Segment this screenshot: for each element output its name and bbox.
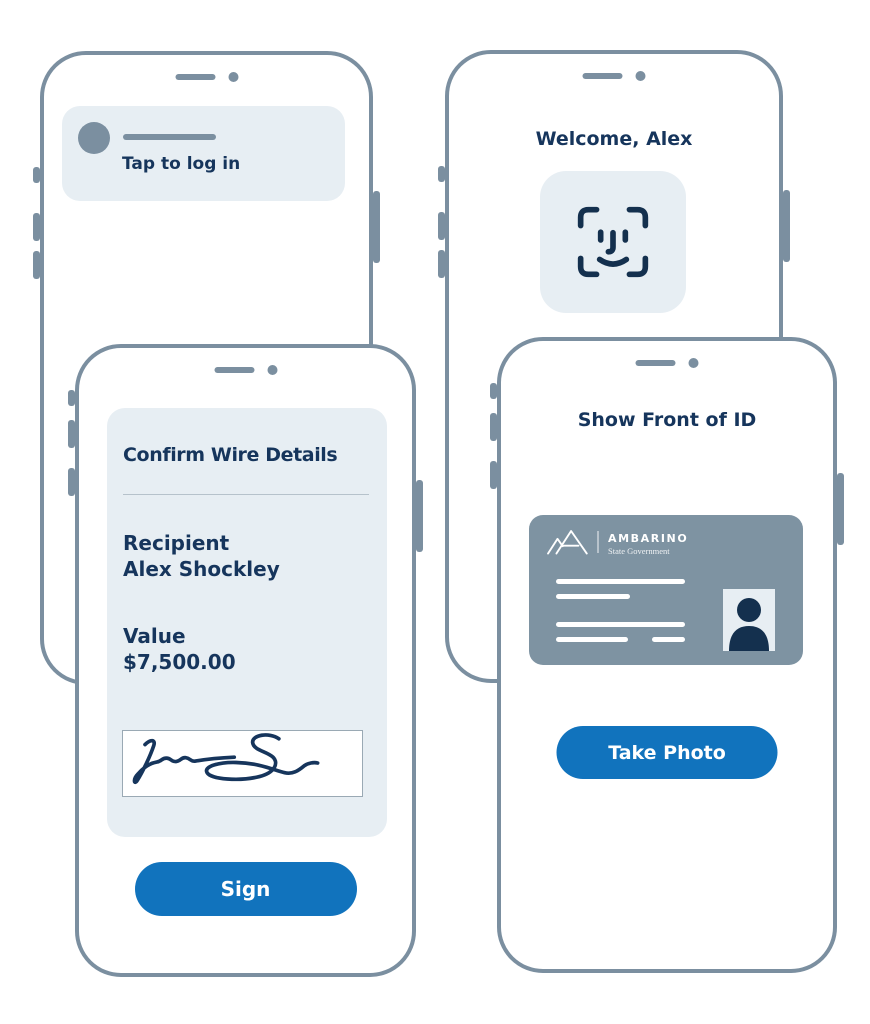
volume-up-button [490, 413, 497, 441]
redacted-text-line [652, 637, 685, 642]
signature-box [122, 730, 363, 797]
speaker-icon [214, 367, 254, 373]
sign-button[interactable]: Sign [134, 862, 357, 916]
camera-icon [228, 72, 238, 82]
person-silhouette-icon [729, 598, 769, 651]
redacted-text-line [556, 637, 628, 642]
phone-wire-confirm-screen: Confirm Wire Details Recipient Alex Shoc… [68, 344, 423, 977]
login-notification[interactable]: Tap to log in [62, 106, 345, 201]
power-button [416, 480, 423, 552]
volume-down-button [33, 251, 40, 279]
value-label: Value [123, 624, 186, 648]
take-photo-button[interactable]: Take Photo [556, 726, 778, 779]
phone-notch [635, 358, 699, 368]
speaker-icon [582, 73, 623, 79]
avatar-placeholder-icon [78, 122, 110, 154]
notification-label: Tap to log in [122, 154, 241, 174]
camera-icon [635, 71, 646, 81]
redacted-text-line [123, 134, 216, 140]
mute-switch [68, 390, 75, 406]
wire-details-card: Confirm Wire Details Recipient Alex Shoc… [107, 408, 387, 837]
value-field: Value $7,500.00 [123, 623, 236, 675]
camera-icon [267, 365, 277, 375]
welcome-title: Welcome, Alex [535, 128, 693, 150]
face-id-icon [577, 206, 649, 278]
camera-icon [688, 358, 699, 368]
redacted-text-line [556, 594, 630, 599]
divider [123, 494, 369, 495]
recipient-field: Recipient Alex Shockley [123, 530, 280, 582]
speaker-icon [175, 74, 215, 80]
volume-up-button [68, 420, 75, 448]
volume-up-button [33, 213, 40, 241]
recipient-label: Recipient [123, 531, 230, 555]
divider [597, 531, 599, 553]
recipient-value: Alex Shockley [123, 557, 280, 581]
volume-down-button [438, 250, 445, 278]
phone-notch [214, 365, 277, 375]
volume-down-button [490, 461, 497, 489]
power-button [837, 473, 844, 545]
mute-switch [490, 383, 497, 399]
speaker-icon [635, 360, 676, 366]
mute-switch [438, 166, 445, 182]
phone-id-capture-screen: Show Front of ID AMBARINO State Governme… [490, 337, 844, 973]
value-amount: $7,500.00 [123, 650, 236, 674]
id-capture-title: Show Front of ID [577, 409, 757, 431]
faceid-panel [540, 171, 686, 313]
volume-up-button [438, 212, 445, 240]
id-photo-placeholder [723, 589, 775, 651]
redacted-text-line [556, 622, 685, 627]
id-card: AMBARINO State Government [529, 515, 803, 665]
redacted-text-line [556, 579, 685, 584]
wire-card-title: Confirm Wire Details [123, 444, 338, 466]
mountain-logo-icon [547, 530, 588, 555]
mute-switch [33, 167, 40, 183]
power-button [783, 190, 790, 262]
id-card-brand: AMBARINO [608, 532, 689, 545]
phone-notch [582, 71, 646, 81]
id-card-subtitle: State Government [608, 546, 670, 556]
phone-notch [175, 72, 238, 82]
signature-icon [132, 733, 320, 785]
volume-down-button [68, 468, 75, 496]
power-button [373, 191, 380, 263]
